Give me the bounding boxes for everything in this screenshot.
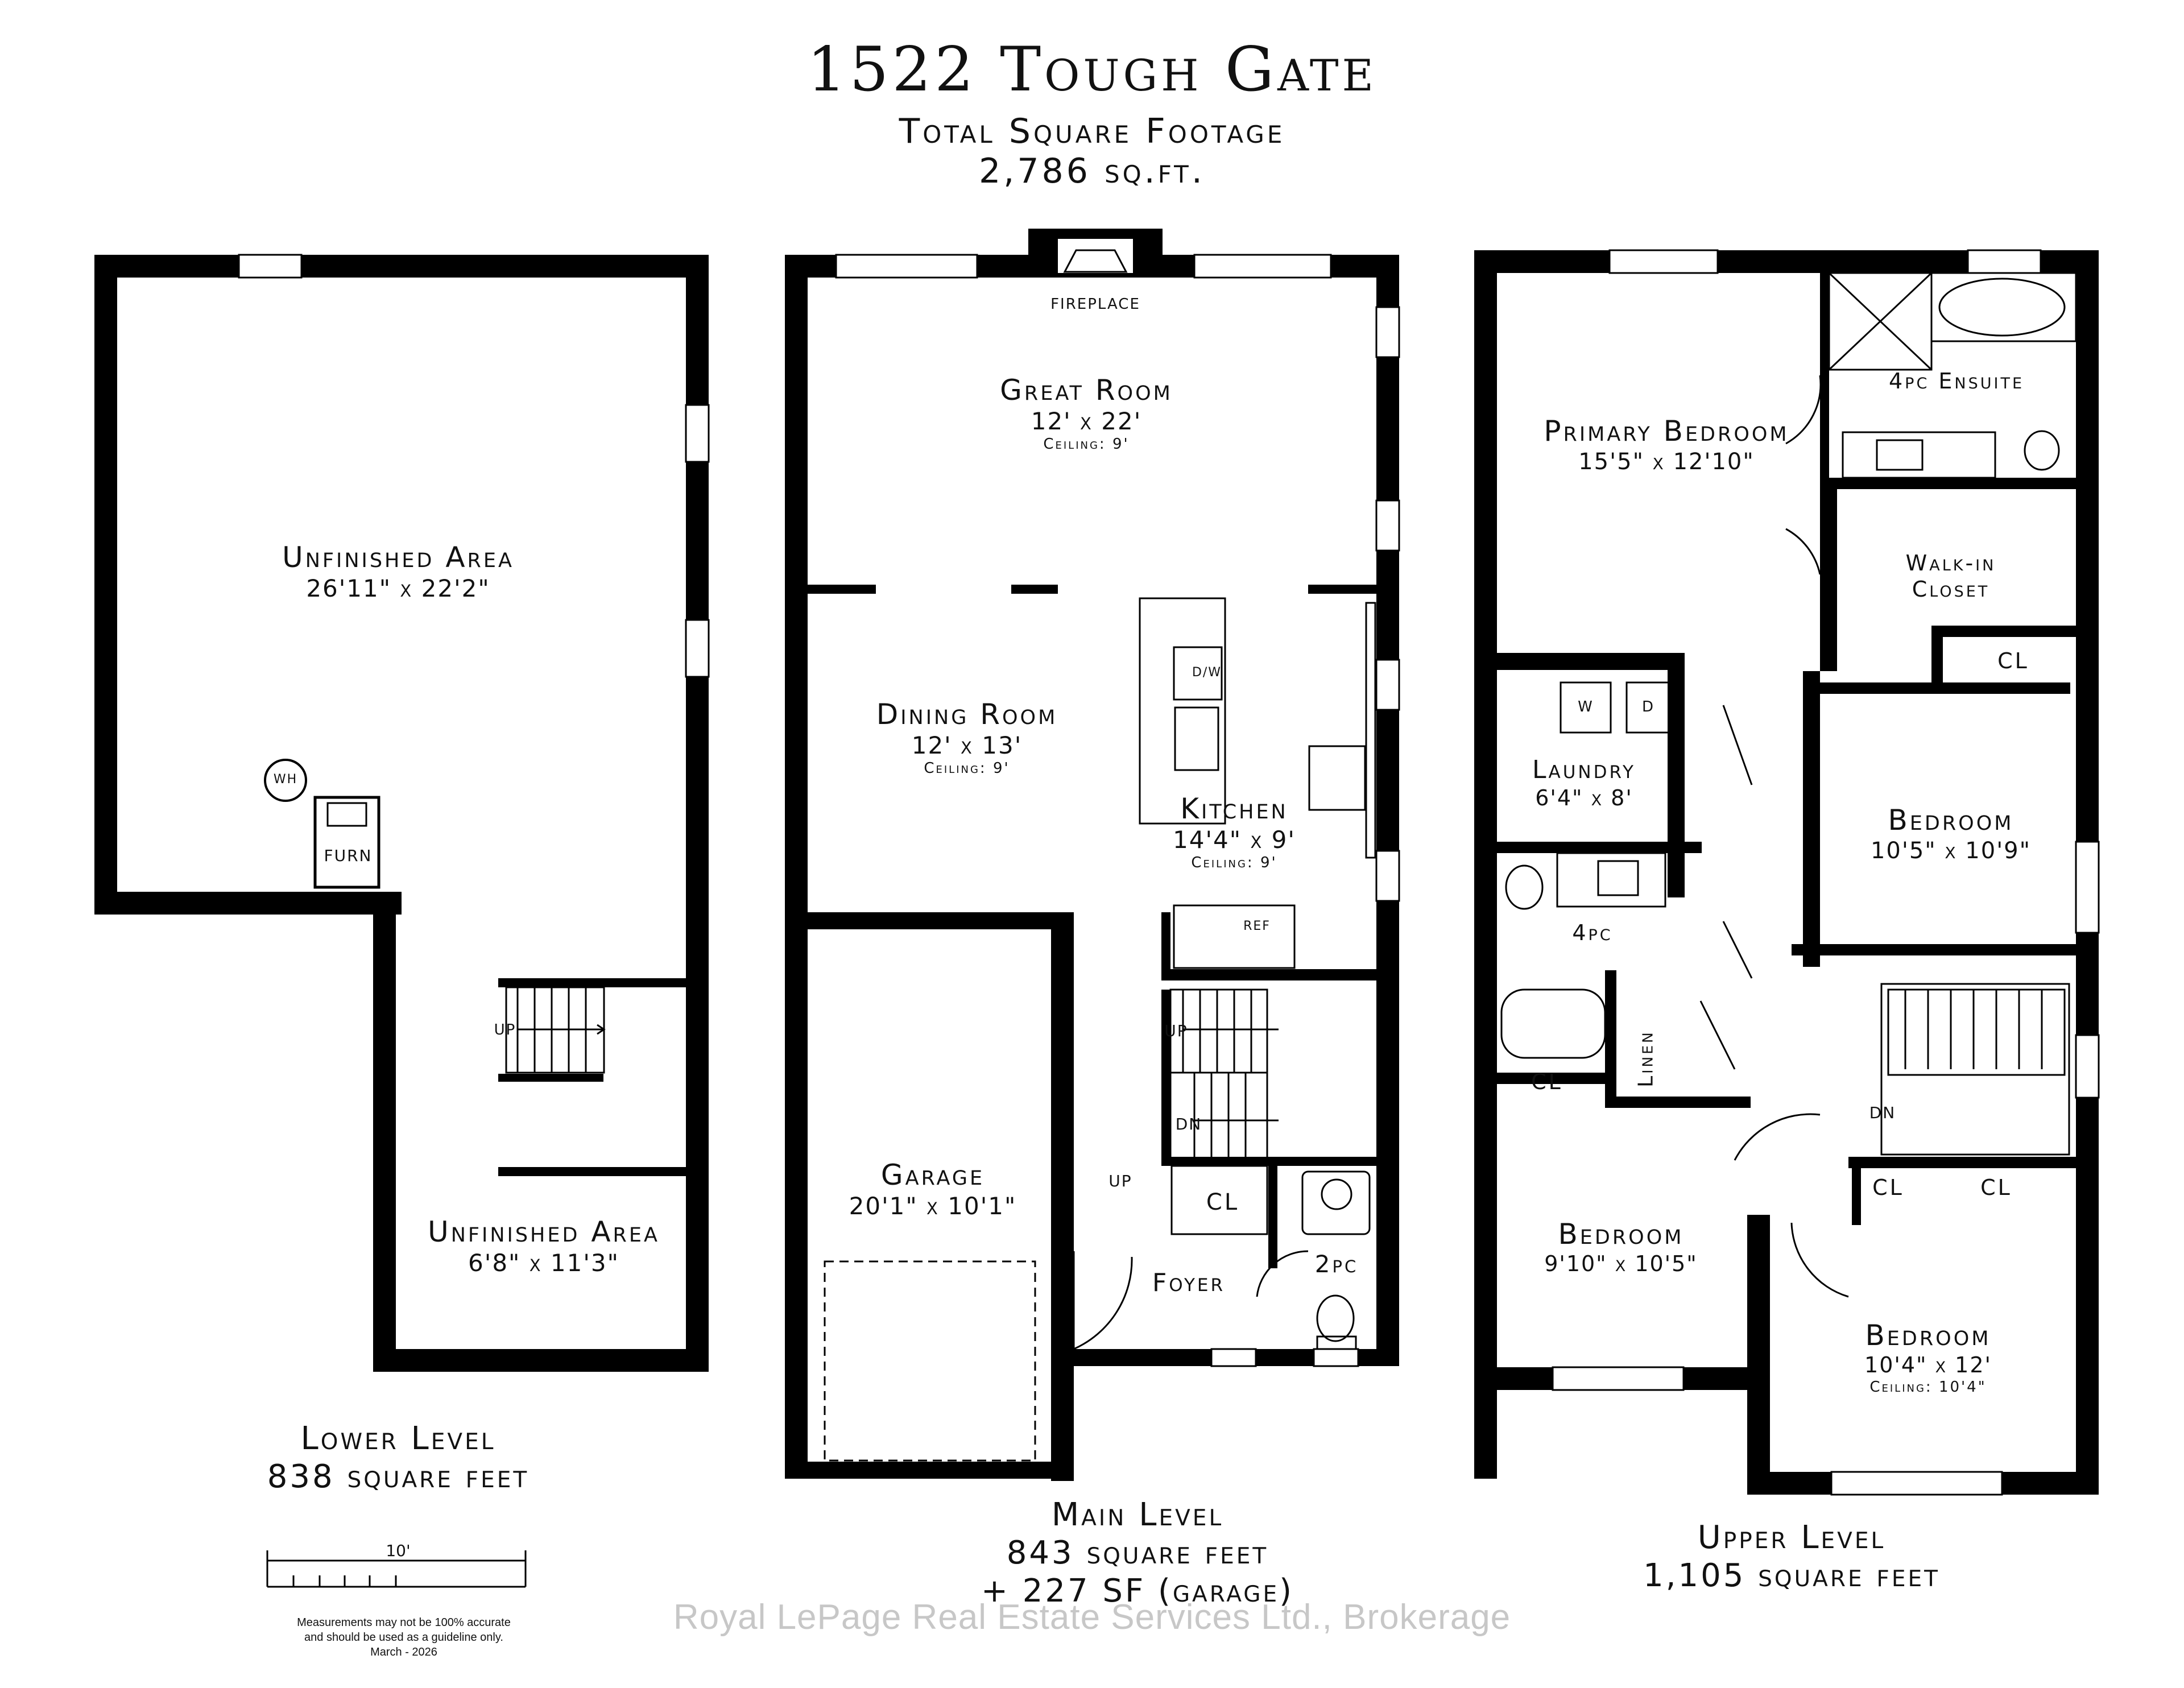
bedroom-two-closet-label: CL	[1997, 648, 2029, 673]
main-stairs-up-label: UP	[1164, 1021, 1188, 1040]
bedroom-four-label: Bedroom 10'4" x 12' Ceiling: 10'4"	[1864, 1319, 1992, 1396]
primary-bedroom-label: Primary Bedroom 15'5" x 12'10"	[1544, 415, 1789, 475]
total-footage-value: 2,786 sq.ft.	[979, 151, 1205, 191]
water-heater-icon	[264, 759, 307, 802]
brokerage-watermark: Royal LePage Real Estate Services Ltd., …	[673, 1598, 1511, 1637]
bedroom-two-label: Bedroom 10'5" x 10'9"	[1870, 804, 2032, 864]
dryer-label: D	[1641, 698, 1655, 715]
ensuite-label: 4pc Ensuite	[1888, 369, 2024, 394]
kitchen-label: Kitchen 14'4" x 9' Ceiling: 9'	[1173, 792, 1296, 872]
main-level-caption: Main Level 843 square feet + 227 SF (gar…	[981, 1496, 1294, 1610]
powder-room-label: 2pc	[1314, 1250, 1359, 1278]
lower-unfinished-area-label: Unfinished Area 26'11" x 22'2"	[282, 541, 514, 602]
upper-stairs-down-label: DN	[1869, 1103, 1896, 1122]
lower-level-caption: Lower Level 838 square feet	[267, 1420, 530, 1496]
main-bath-label: 4pc	[1572, 920, 1613, 945]
main-level-walls	[785, 229, 1399, 1481]
plan-title: 1522 Tough Gate	[806, 34, 1378, 105]
lower-stairs	[505, 986, 606, 1074]
fireplace-label: FIREPLACE	[1050, 296, 1140, 313]
washer-label: W	[1578, 698, 1594, 715]
walk-in-closet-label: Walk-in Closet	[1905, 551, 1996, 602]
lower-small-unfinished-area-label: Unfinished Area 6'8" x 11'3"	[428, 1215, 660, 1277]
upper-level-caption: Upper Level 1,105 square feet	[1643, 1519, 1940, 1595]
dishwasher-label: D/W	[1192, 665, 1222, 680]
main-stairs	[1169, 988, 1279, 1161]
scale-bar-drawing	[266, 1550, 527, 1588]
refrigerator-label: REF	[1243, 919, 1271, 933]
bedroom-three-label: Bedroom 9'10" x 10'5"	[1544, 1218, 1698, 1276]
garage-entry-up-label: UP	[1108, 1172, 1132, 1190]
main-stairs-down-label: DN	[1175, 1115, 1202, 1133]
foyer-label: Foyer	[1152, 1268, 1226, 1297]
bedroom-three-closet-label: CL	[1531, 1069, 1563, 1094]
lower-stairs-up-label: UP	[494, 1021, 516, 1039]
garage-label: Garage 20'1" x 10'1"	[849, 1159, 1017, 1220]
water-heater-label: WH	[273, 772, 298, 787]
scale-label: 10'	[386, 1541, 411, 1560]
dining-room-label: Dining Room 12' x 13' Ceiling: 9'	[876, 698, 1058, 777]
hall-closet-label: CL	[1872, 1175, 1904, 1200]
upper-level-walls	[1474, 250, 2099, 1495]
total-footage-heading: Total Square Footage	[899, 111, 1285, 151]
great-room-label: Great Room 12' x 22' Ceiling: 9'	[1000, 374, 1173, 453]
lower-level-walls	[94, 254, 710, 1372]
foyer-closet-label: CL	[1206, 1189, 1240, 1215]
linen-label: Linen	[1634, 1030, 1658, 1087]
furnace-label: FURN	[324, 846, 373, 865]
bedroom-four-closet-label: CL	[1980, 1175, 2012, 1200]
disclaimer: Measurements may not be 100% accurate an…	[297, 1616, 511, 1658]
laundry-label: Laundry 6'4" x 8'	[1532, 755, 1636, 810]
